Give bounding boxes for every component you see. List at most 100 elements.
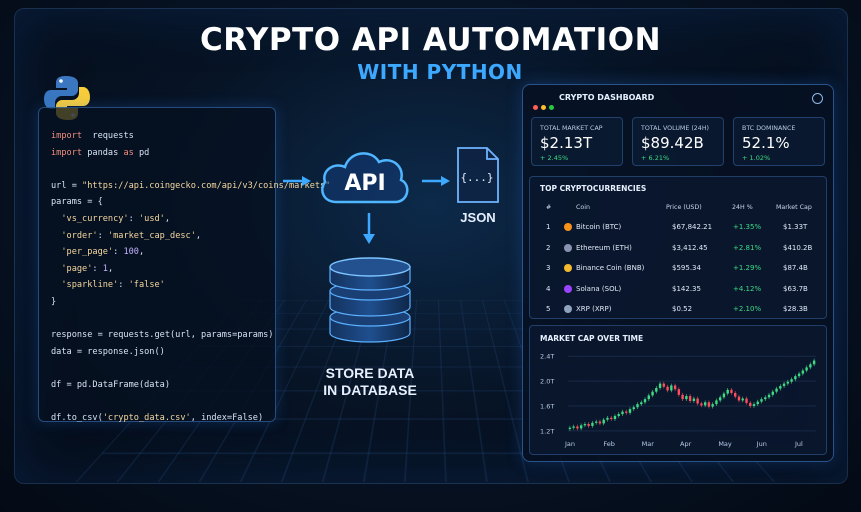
code-line: df = pd.DataFrame(data) xyxy=(51,377,330,394)
row-price: $67,842.21 xyxy=(672,223,713,231)
json-label: JSON xyxy=(460,210,496,225)
refresh-icon[interactable] xyxy=(812,93,823,104)
store-label-line2: IN DATABASE xyxy=(323,382,417,398)
candle-body xyxy=(734,392,737,397)
candle-body xyxy=(628,409,632,413)
code-token: : xyxy=(113,247,124,258)
x-tick-label: Mar xyxy=(642,440,655,448)
database-icon xyxy=(329,257,411,343)
candle-body xyxy=(786,381,790,384)
candle-body xyxy=(756,401,759,405)
code-token: "https://api.coingecko.com/api/v3/coins/… xyxy=(82,180,331,191)
close-dot-icon[interactable] xyxy=(533,105,538,110)
candle-body xyxy=(805,367,808,371)
stat-label: BTC DOMINANCE xyxy=(742,125,796,132)
stat-card-btc-dominance: BTC DOMINANCE 52.1% + 1.02% xyxy=(733,117,825,166)
code-token: , xyxy=(195,230,202,241)
candle-body xyxy=(711,404,714,407)
candle-body xyxy=(812,360,816,365)
candle-body xyxy=(617,414,620,416)
candle-body xyxy=(610,417,613,420)
col-header-market-cap: Market Cap xyxy=(776,204,812,211)
candle-body xyxy=(745,398,748,403)
candle-body xyxy=(658,383,662,388)
candle-body xyxy=(677,389,681,395)
code-line: ​ xyxy=(51,311,330,328)
candle-body xyxy=(636,404,639,408)
window-controls xyxy=(533,95,557,114)
code-token: import xyxy=(51,131,83,141)
code-token: pd xyxy=(133,147,150,158)
row-market-cap: $410.2B xyxy=(783,243,813,252)
coin-icon xyxy=(564,305,572,313)
stat-change: + 2.45% xyxy=(540,154,569,162)
candle-body xyxy=(700,403,703,406)
minimize-dot-icon[interactable] xyxy=(541,105,546,110)
api-label: API xyxy=(344,171,385,196)
table-title: TOP CRYPTOCURRENCIES xyxy=(540,184,647,193)
code-token: 1 xyxy=(102,263,108,274)
api-cloud-icon: API xyxy=(321,152,409,204)
candle-body xyxy=(809,364,812,368)
candle-body xyxy=(696,398,699,404)
stat-value: 52.1% xyxy=(742,134,790,152)
candle-body xyxy=(775,388,778,392)
candle-body xyxy=(632,407,635,410)
row-change: +4.12% xyxy=(733,284,762,293)
code-token: 'market_cap_desc' xyxy=(107,230,196,241)
code-token: , xyxy=(164,213,171,224)
col-header-coin: Coin xyxy=(576,204,590,211)
row-change: +1.35% xyxy=(733,223,762,231)
code-token: 'crypto_data.csv' xyxy=(102,413,191,424)
row-price: $3,412.45 xyxy=(672,243,708,252)
coin-icon xyxy=(564,284,572,293)
candle-body xyxy=(643,399,647,403)
candle-body xyxy=(670,385,673,391)
code-token: import xyxy=(51,147,83,158)
code-token: , xyxy=(138,247,145,258)
stat-change: + 6.21% xyxy=(641,154,670,162)
stat-value: $89.42B xyxy=(641,134,704,152)
row-coin-name: Ethereum (ETH) xyxy=(576,243,632,252)
coin-icon xyxy=(564,264,572,272)
candle-body xyxy=(737,396,741,401)
code-line: 'vs_currency': 'usd', xyxy=(51,211,330,228)
y-tick-label: 2.0T xyxy=(540,378,554,386)
maximize-dot-icon[interactable] xyxy=(549,105,554,110)
code-token: , index=False) xyxy=(190,413,264,424)
code-token: , xyxy=(107,263,114,274)
code-token: 'false' xyxy=(128,280,165,291)
row-rank: 4 xyxy=(546,284,551,293)
stat-value: $2.13T xyxy=(540,134,593,152)
code-line: url = "https://api.coingecko.com/api/v3/… xyxy=(51,178,330,195)
row-change: +2.10% xyxy=(733,305,762,313)
candle-body xyxy=(591,422,594,426)
dashboard-title: CRYPTO DASHBOARD xyxy=(559,93,655,102)
arrow-right-icon xyxy=(422,176,450,186)
candle-body xyxy=(621,411,624,415)
candle-body xyxy=(771,391,774,395)
chart-title: MARKET CAP OVER TIME xyxy=(540,334,644,343)
row-market-cap: $1.33T xyxy=(783,223,808,231)
candle-body xyxy=(692,398,696,402)
row-change: +1.29% xyxy=(733,264,762,272)
y-tick-label: 2.4T xyxy=(540,353,554,361)
coin-icon xyxy=(564,223,572,231)
stat-label: TOTAL VOLUME (24H) xyxy=(641,125,710,132)
code-token: pandas xyxy=(82,147,124,158)
code-token: : xyxy=(92,263,103,274)
candle-body xyxy=(640,402,643,405)
row-coin-name: Bitcoin (BTC) xyxy=(576,223,622,231)
code-token: 'vs_currency' xyxy=(51,213,129,224)
code-token: 'usd' xyxy=(138,213,165,224)
code-token: : xyxy=(128,213,139,224)
col-header-price: Price (USD) xyxy=(666,204,702,211)
stat-card-volume: TOTAL VOLUME (24H) $89.42B + 6.21% xyxy=(632,117,724,166)
